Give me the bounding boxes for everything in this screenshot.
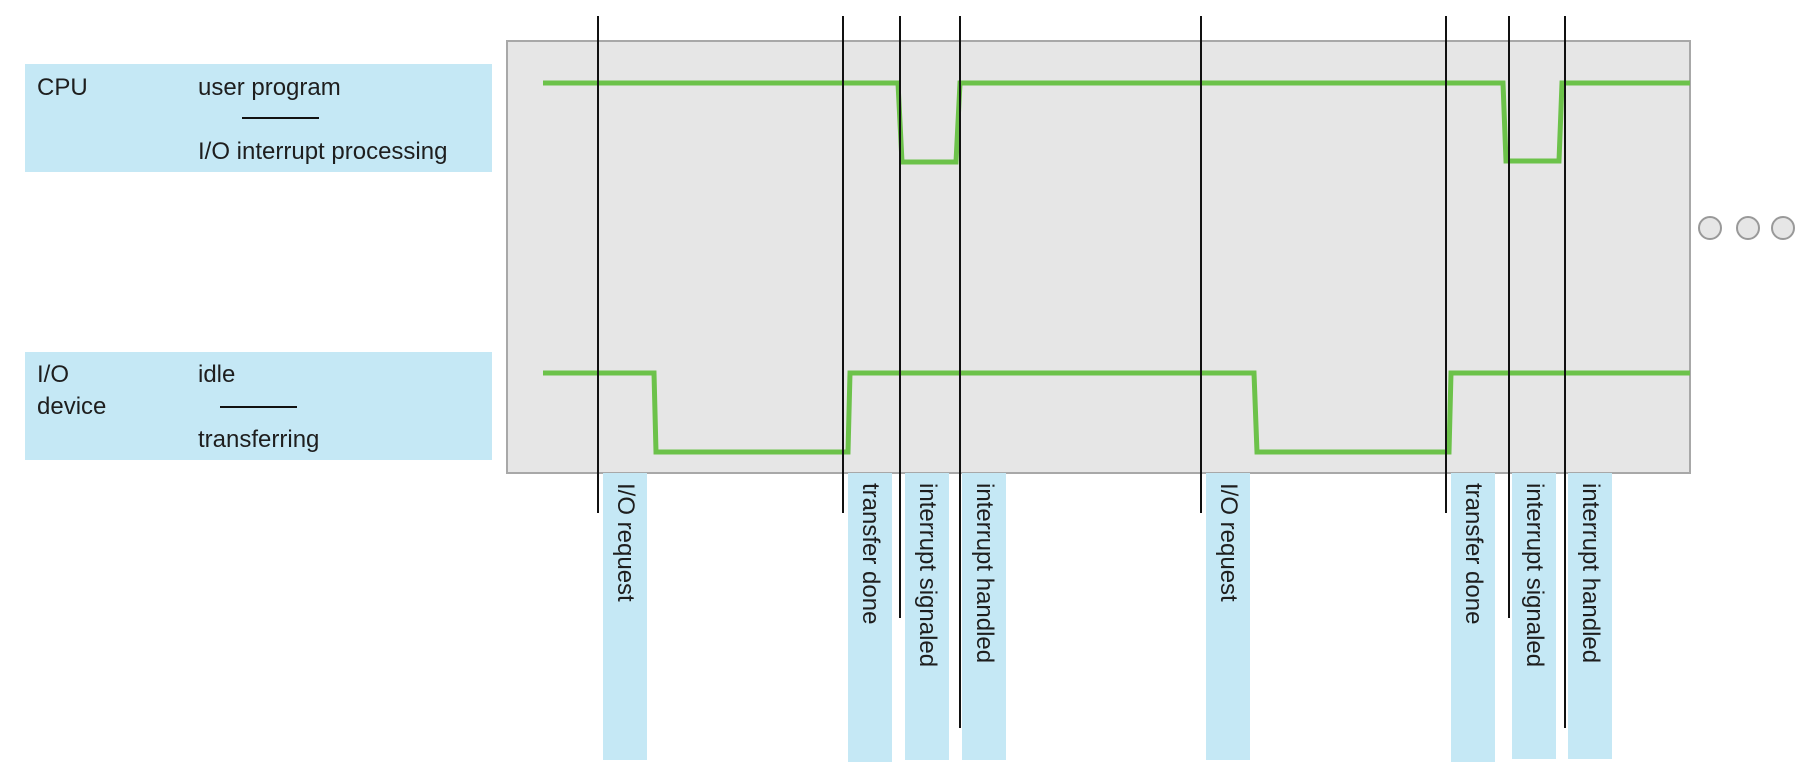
event-labels: I/O request transfer done interrupt signal… (612, 483, 1604, 667)
event-tab (1568, 473, 1612, 759)
ellipsis-dots-icon (1698, 216, 1795, 240)
event-tab (1206, 473, 1250, 760)
dot (1698, 216, 1722, 240)
io-high-state: idle (198, 361, 235, 388)
cpu-row-label: CPU user program I/O interrupt processin… (25, 64, 492, 172)
event-tabs (603, 473, 1612, 762)
event-label: transfer done (857, 483, 884, 624)
event-tab (1451, 473, 1495, 762)
cpu-low-state: I/O interrupt processing (198, 138, 447, 165)
io-low-state: transferring (198, 426, 319, 453)
event-marker-lines (597, 16, 1566, 728)
event-label: I/O request (612, 483, 639, 602)
event-label: interrupt signaled (1521, 483, 1548, 667)
io-row-label: I/O device idle transferring (25, 352, 492, 460)
event-tab (1512, 473, 1556, 759)
event-tab (905, 473, 949, 760)
event-tab (603, 473, 647, 760)
io-name-line2: device (37, 393, 106, 420)
dot (1771, 216, 1795, 240)
io-signal-line (543, 370, 1690, 455)
event-label: interrupt signaled (914, 483, 941, 667)
cpu-high-state: user program (198, 74, 341, 101)
event-label: interrupt handled (971, 483, 998, 663)
cpu-name: CPU (37, 74, 88, 101)
event-tab (962, 473, 1006, 760)
io-name-line1: I/O (37, 361, 69, 388)
event-label: interrupt handled (1577, 483, 1604, 663)
dot (1736, 216, 1760, 240)
timeline-panel (506, 40, 1691, 474)
event-tab (848, 473, 892, 762)
event-label: transfer done (1460, 483, 1487, 624)
event-label: I/O request (1215, 483, 1242, 602)
